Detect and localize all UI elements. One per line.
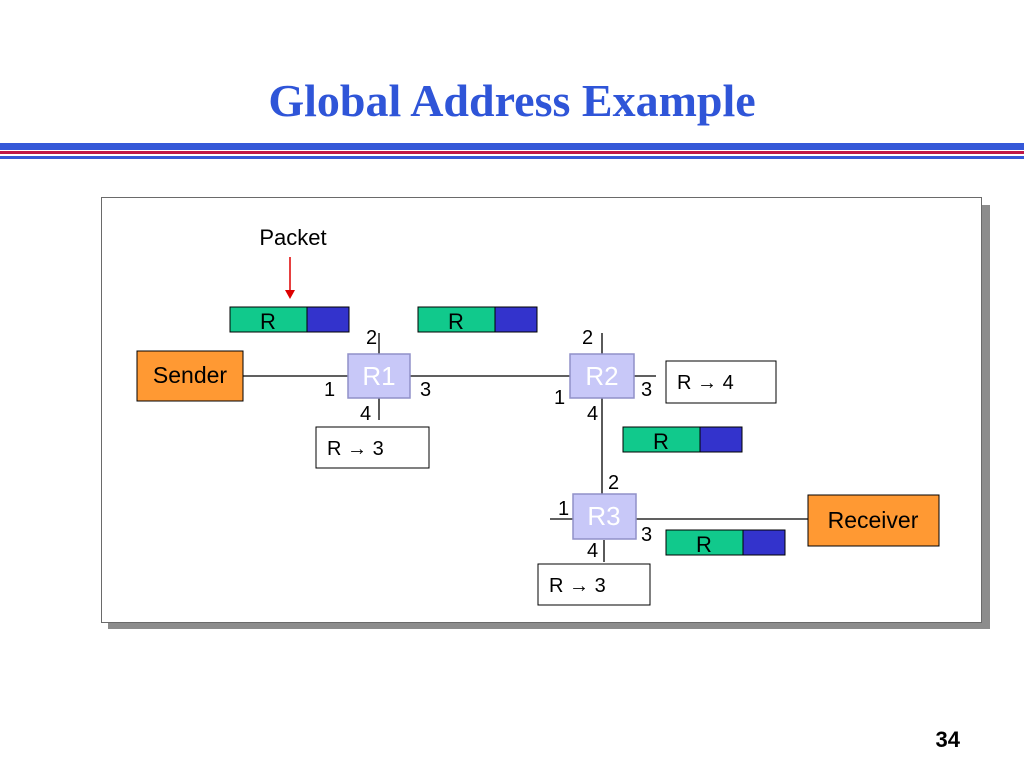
table-dest: R xyxy=(549,575,563,597)
title-rule-thin xyxy=(0,156,1024,159)
packet-3: R xyxy=(622,426,743,454)
table-port: 3 xyxy=(595,575,606,597)
table-port: 4 xyxy=(723,372,734,394)
diagram-frame xyxy=(101,197,982,623)
r2-port-bottom: 4 xyxy=(587,403,598,425)
sender-label: Sender xyxy=(153,362,228,388)
svg-text:R → 3: R → 3 xyxy=(327,438,384,460)
router-r3: R3 xyxy=(572,493,637,540)
slide-title: Global Address Example xyxy=(268,75,756,126)
r2-port-right: 3 xyxy=(641,379,652,401)
packet-header-label: R xyxy=(653,429,669,454)
router-r2: R2 xyxy=(569,353,635,399)
r3-port-right: 3 xyxy=(641,524,652,546)
r2-port-left: 1 xyxy=(554,387,565,409)
r1-port-top: 2 xyxy=(366,327,377,349)
packet-header-label: R xyxy=(260,309,276,334)
router-r1: R1 xyxy=(347,353,411,399)
packet-pointer-arrowhead xyxy=(285,290,295,299)
packet-1: R xyxy=(229,306,350,334)
forwarding-table-r1: R → 3 xyxy=(315,426,430,469)
r2-port-top: 2 xyxy=(582,327,593,349)
router-r3-label: R3 xyxy=(587,501,620,531)
router-r2-label: R2 xyxy=(585,361,618,391)
table-port: 3 xyxy=(373,438,384,460)
table-dest: R xyxy=(677,372,691,394)
packet-header-label: R xyxy=(448,309,464,334)
arrow-icon: → xyxy=(697,372,717,394)
r1-port-right: 3 xyxy=(420,379,431,401)
r3-port-bottom: 4 xyxy=(587,540,598,562)
forwarding-table-r2: R → 4 xyxy=(665,360,777,404)
packet-label: Packet xyxy=(259,225,326,250)
arrow-icon: → xyxy=(347,438,367,460)
receiver-label: Receiver xyxy=(828,507,919,533)
title-rule-red xyxy=(0,151,1024,154)
title-rule-blue xyxy=(0,143,1024,150)
svg-text:R → 4: R → 4 xyxy=(677,372,734,394)
network-links xyxy=(243,333,808,562)
r1-port-bottom: 4 xyxy=(360,403,371,425)
packet-header-label: R xyxy=(696,532,712,557)
sender-node: Sender xyxy=(136,350,244,402)
r3-port-top: 2 xyxy=(608,472,619,494)
page-number: 34 xyxy=(935,727,960,752)
svg-text:R → 3: R → 3 xyxy=(549,575,606,597)
router-r1-label: R1 xyxy=(362,361,395,391)
packet-2: R xyxy=(417,306,538,334)
table-dest: R xyxy=(327,438,341,460)
forwarding-table-r3: R → 3 xyxy=(537,563,651,606)
receiver-node: Receiver xyxy=(807,494,940,547)
port-labels: 2 1 3 4 2 1 3 4 2 1 3 4 xyxy=(324,327,652,562)
packet-4: R xyxy=(665,529,786,557)
r1-port-left: 1 xyxy=(324,379,335,401)
arrow-icon: → xyxy=(569,575,589,597)
r3-port-left: 1 xyxy=(558,498,569,520)
